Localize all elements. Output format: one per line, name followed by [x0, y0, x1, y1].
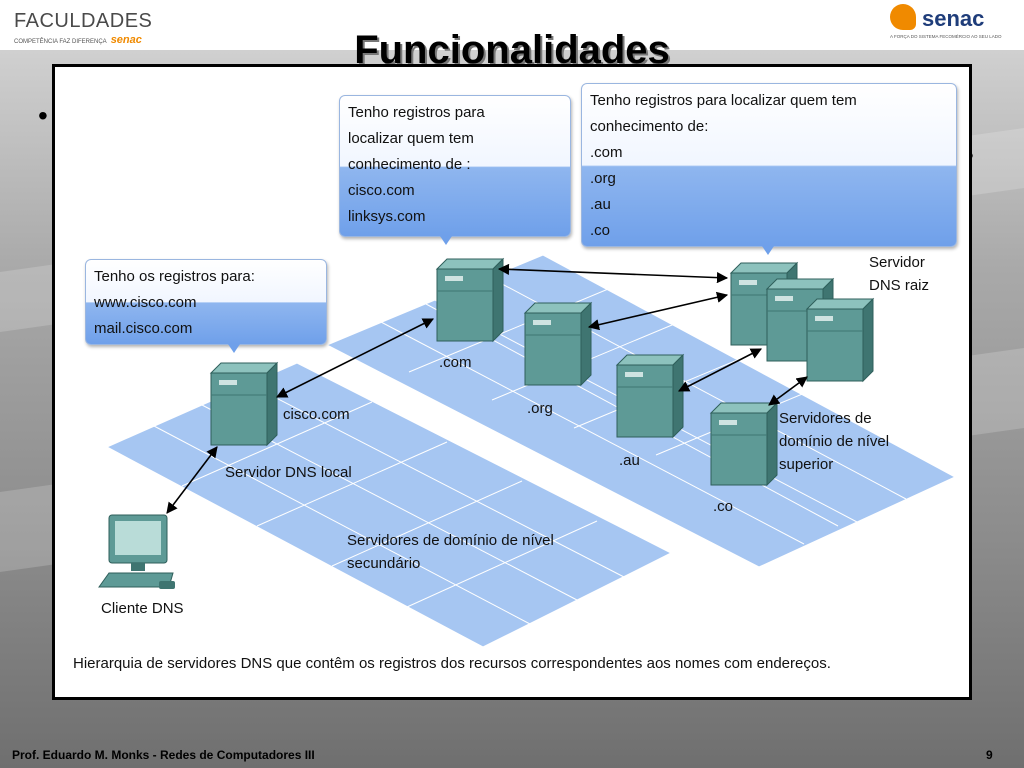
arrow-client-local — [166, 446, 218, 514]
label-au-server: .au — [619, 452, 640, 469]
label-top-level-domain-servers: Servidores de domínio de nível superior — [779, 410, 890, 473]
arrow-local-com — [275, 318, 435, 398]
footer-text: Prof. Eduardo M. Monks - Redes de Comput… — [12, 748, 315, 762]
bubble-line: conhecimento de: — [590, 118, 709, 135]
bubble-secondary-records: Tenho os registros para: www.cisco.com m… — [85, 259, 327, 353]
server-icon — [435, 257, 505, 343]
senac-brand: senac — [922, 6, 985, 31]
bubble-line: localizar quem tem — [348, 130, 474, 147]
page-number: 9 — [986, 748, 993, 762]
bubble-tail — [228, 344, 240, 353]
computer-icon — [98, 514, 175, 589]
label-secondary-domain-servers: Servidores de domínio de nível secundári… — [347, 532, 554, 572]
senac-tagline: A FORÇA DO SISTEMA FECOMÉRCIO AO SEU LAD… — [890, 34, 1002, 39]
server-icon — [709, 401, 779, 487]
dns-hierarchy-diagram: Tenho os registros para: www.cisco.com m… — [52, 64, 972, 700]
bubble-tail — [762, 246, 774, 255]
label-cisco-server: cisco.com — [283, 406, 350, 423]
server-icon — [615, 353, 685, 439]
logo-left-sub: COMPETÊNCIA FAZ DIFERENÇA — [14, 39, 107, 45]
logo-left-text: FACULDADES — [14, 10, 153, 32]
server-icon — [209, 361, 279, 447]
bubble-line: .au — [590, 196, 611, 213]
bubble-line: www.cisco.com — [94, 294, 197, 311]
bubble-line: conhecimento de : — [348, 156, 471, 173]
label-root-dns-server: Servidor DNS raiz — [869, 254, 930, 294]
diagram-canvas — [98, 254, 957, 648]
senac-mark-icon — [890, 4, 916, 30]
bubble-line: Tenho registros para — [348, 104, 485, 121]
bubble-root-records: Tenho registros para localizar quem tem … — [581, 83, 957, 255]
bubble-line: .co — [590, 222, 611, 239]
arrow-root-org — [587, 291, 729, 331]
arrow-root-co — [768, 376, 808, 406]
bubble-line: linksys.com — [348, 208, 426, 225]
bubble-line: Tenho registros para localizar quem tem — [590, 92, 857, 109]
label-dns-client: Cliente DNS — [101, 600, 184, 617]
label-co-server: .co — [713, 498, 734, 515]
arrow-root-com — [497, 263, 729, 284]
label-local-dns-server: Servidor DNS local — [225, 464, 352, 481]
senac-logo: senac A FORÇA DO SISTEMA FECOMÉRCIO AO S… — [890, 2, 1020, 46]
bubble-line: .com — [590, 144, 623, 161]
arrow-root-au — [678, 348, 762, 392]
bullet-icon: • — [38, 100, 48, 131]
server-icon — [805, 297, 875, 383]
label-com-server: .com — [439, 354, 472, 371]
logo-left-brand: senac — [110, 34, 142, 46]
bubble-line: Tenho os registros para: — [94, 268, 255, 285]
bubble-line: .org — [590, 170, 616, 187]
label-org-server: .org — [527, 400, 553, 417]
bubble-line: cisco.com — [348, 182, 415, 199]
server-icon — [523, 301, 593, 387]
bubble-tail — [440, 236, 452, 245]
header-band — [0, 0, 1024, 50]
bubble-line: mail.cisco.com — [94, 320, 193, 337]
diagram-caption: Hierarquia de servidores DNS que contêm … — [73, 655, 831, 672]
bubble-com-records: Tenho registros para localizar quem tem … — [339, 95, 571, 245]
query-arrows — [166, 263, 808, 514]
